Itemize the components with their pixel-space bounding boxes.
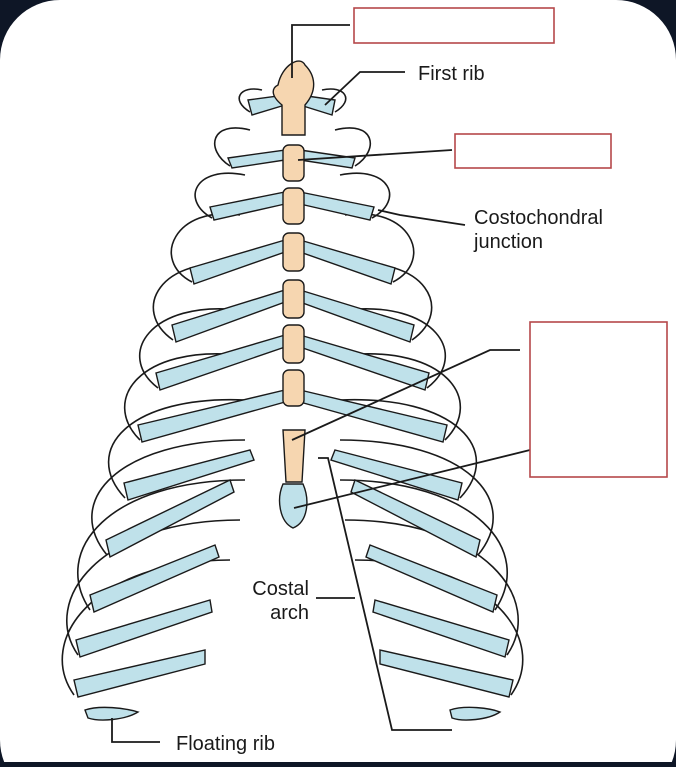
manubrium	[272, 60, 315, 136]
label-floating-rib: Floating rib	[176, 733, 275, 755]
cartilage-right-9	[350, 479, 481, 559]
blank-box-body-xiphoid[interactable]	[529, 321, 668, 478]
blank-box-sternal-angle[interactable]	[454, 133, 612, 169]
leader-first-rib	[324, 71, 405, 106]
cartilage-left-12	[73, 649, 206, 698]
floating-rib-right	[449, 706, 502, 721]
floating-rib-left	[84, 706, 140, 721]
rib-left-1	[238, 88, 263, 113]
sternum-segment-6	[282, 369, 305, 407]
cartilage-left-8	[123, 449, 255, 501]
rib-right-10	[339, 479, 508, 611]
sternum-segment-2	[282, 187, 305, 225]
rib-left-8	[107, 398, 246, 499]
xiphoid-process	[278, 483, 308, 529]
rib-left-6	[139, 308, 241, 389]
sternum-segment-4	[282, 279, 305, 319]
rib-left-9	[91, 439, 246, 556]
rib-right-1	[321, 88, 347, 113]
leader-xiphoid	[293, 449, 531, 509]
rib-left-7	[123, 353, 241, 441]
rib-left-2	[214, 127, 251, 167]
rib-right-9	[339, 439, 494, 556]
label-costal: Costal	[252, 578, 309, 600]
leader-manubrium	[291, 24, 350, 78]
leader-lines	[111, 24, 531, 743]
leader-costochondral	[377, 209, 466, 226]
leader-costal-arch-right	[318, 457, 452, 731]
cartilage-right-8	[330, 449, 463, 501]
sternum-segment-1	[282, 144, 305, 182]
blank-box-manubrium[interactable]	[353, 7, 555, 44]
cartilage-right-11	[372, 599, 510, 658]
costal-cartilages	[73, 94, 514, 698]
label-first-rib: First rib	[418, 63, 485, 85]
cartilage-left-10	[89, 544, 220, 613]
cartilage-left-11	[75, 599, 213, 658]
rib-left-10	[77, 479, 246, 611]
leader-sternal-angle	[297, 149, 453, 161]
cartilage-right-12	[379, 649, 514, 698]
sternum-segment-3	[282, 232, 305, 272]
cartilage-right-10	[365, 544, 498, 613]
label-costochondral: Costochondral	[474, 207, 603, 229]
label-arch: arch	[270, 602, 309, 624]
sternum	[272, 60, 315, 529]
leader-floating-rib	[111, 718, 160, 743]
sternum-body-lower	[282, 429, 306, 483]
rib-right-6	[344, 308, 446, 389]
rib-right-2	[334, 127, 371, 167]
label-junction: junction	[473, 231, 543, 253]
rib-left-3	[194, 172, 246, 219]
leader-body	[291, 349, 520, 441]
rib-right-7	[344, 353, 462, 441]
cartilage-left-9	[105, 479, 235, 559]
sternum-segment-5	[282, 324, 305, 364]
